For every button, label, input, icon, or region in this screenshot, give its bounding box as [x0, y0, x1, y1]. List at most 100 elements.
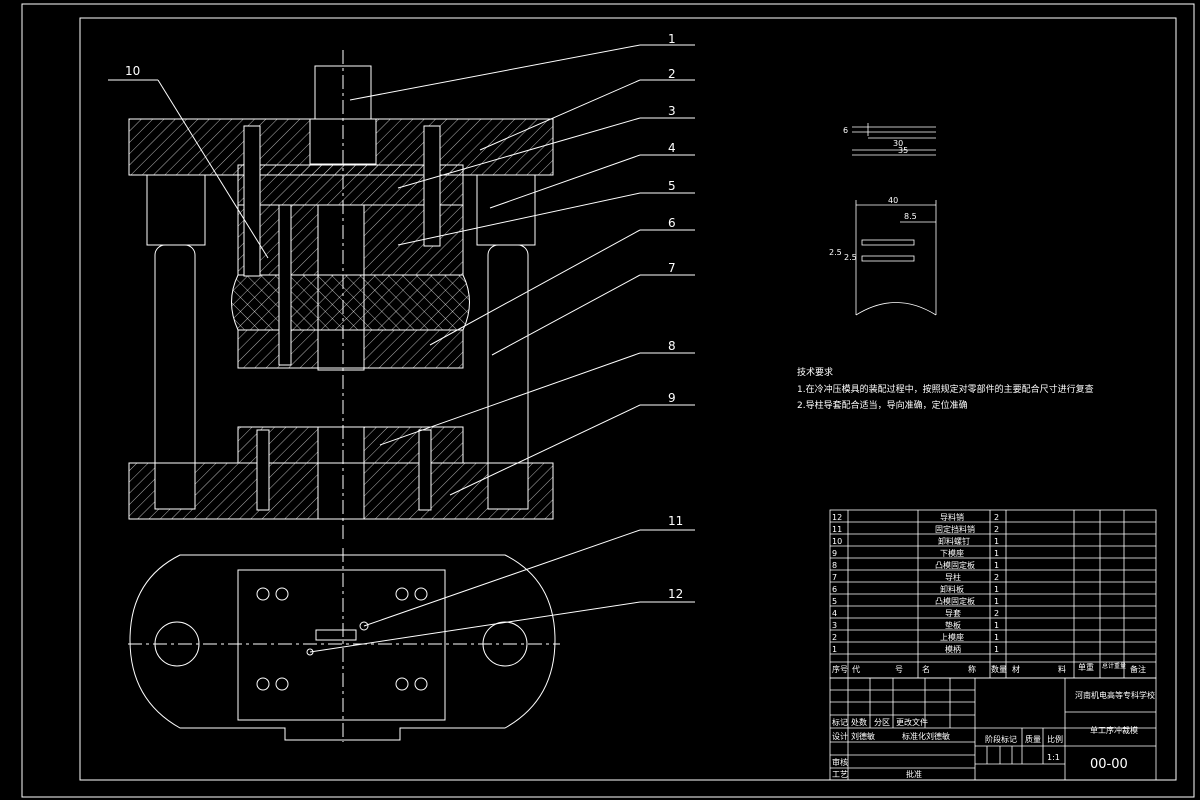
bom-no: 7: [832, 573, 837, 582]
bom-header-unit-weight: 单重: [1078, 662, 1094, 672]
bom-no: 3: [832, 621, 837, 630]
dim-6: 6: [843, 126, 848, 135]
bom-no: 8: [832, 561, 837, 570]
bom-header-remark: 备注: [1130, 664, 1146, 674]
count-label: 处数: [851, 717, 867, 727]
callout-6: 6: [668, 216, 676, 230]
zone-label: 分区: [874, 718, 890, 727]
bom-name: 凸模固定板: [935, 560, 975, 570]
bom-name: 上模座: [940, 632, 964, 642]
bom-name: 固定挡料销: [935, 524, 975, 534]
bom-name: 卸料螺钉: [938, 536, 970, 546]
bom-qty: 2: [994, 525, 999, 534]
process-label: 工艺: [832, 770, 848, 779]
bom-qty: 2: [994, 513, 999, 522]
outer-border: [21, 3, 1195, 798]
leader-lines: [108, 44, 695, 653]
dim-8-5: 8.5: [904, 212, 917, 221]
rubber-pad: [231, 274, 470, 331]
bom-rows: 12 导料销 2 11 固定挡料销 2 10 卸料螺钉 1 9 下模座 1 8 …: [832, 512, 999, 654]
bom-name: 导料销: [940, 512, 964, 522]
drawing-number: 00-00: [1090, 757, 1128, 772]
bom-name: 垫板: [945, 620, 961, 630]
bom-qty: 2: [994, 609, 999, 618]
bom-header-total-weight: 总计重量: [1102, 662, 1126, 670]
callout-3: 3: [668, 104, 676, 118]
bom-no: 11: [832, 525, 842, 534]
school-name: 河南机电高等专科学校: [1075, 690, 1155, 700]
dim-2-5-b: 2.5: [844, 253, 857, 262]
drawing-name: 单工序冲裁模: [1090, 725, 1138, 735]
standardization-label: 标准化: [902, 731, 926, 741]
dim-30: 30: [893, 139, 903, 148]
die-plate-outline: [237, 569, 446, 721]
bom-no: 1: [832, 645, 837, 654]
bom-table: [829, 509, 1157, 679]
bom-name: 凸模固定板: [935, 596, 975, 606]
bom-header-qty: 数量: [991, 664, 1007, 674]
standardization-name: 刘德敏: [926, 731, 950, 741]
design-label: 设计: [832, 731, 848, 741]
bom-no: 6: [832, 585, 837, 594]
weight-label: 质量: [1025, 734, 1041, 744]
scale-label: 比例: [1047, 734, 1063, 744]
guide-bush-right: [476, 174, 536, 246]
bom-no: 10: [832, 537, 842, 546]
bom-name: 导套: [945, 608, 961, 618]
mark-label: 标记: [832, 717, 848, 727]
bom-qty: 1: [994, 561, 999, 570]
notes-line-2: 2.导柱导套配合适当，导向准确，定位准确: [797, 399, 968, 411]
bom-qty: 1: [994, 537, 999, 546]
bom-qty: 1: [994, 549, 999, 558]
callout-8: 8: [668, 339, 676, 353]
scale-value: 1:1: [1047, 753, 1060, 762]
bom-name: 模柄: [945, 644, 961, 654]
callout-12: 12: [668, 587, 683, 601]
bom-header-code: 代: [852, 664, 860, 674]
bom-header-no: 序号: [832, 664, 848, 674]
stage-mark-label: 阶段标记: [985, 734, 1017, 744]
bom-no: 2: [832, 633, 837, 642]
callout-10: 10: [125, 64, 140, 78]
change-doc-label: 更改文件: [896, 717, 928, 727]
dim-35: 35: [898, 146, 908, 155]
review-label: 审核: [832, 757, 848, 767]
bom-header-material: 材: [1012, 664, 1020, 674]
notes-line-1: 1.在冷冲压模具的装配过程中，按照规定对零部件的主要配合尺寸进行复查: [797, 383, 1094, 395]
bom-qty: 1: [994, 633, 999, 642]
bom-qty: 1: [994, 585, 999, 594]
bom-header-material2: 料: [1058, 664, 1066, 674]
bom-header-code2: 号: [895, 665, 903, 674]
bom-no: 12: [832, 513, 842, 522]
dim-2-5-a: 2.5: [829, 248, 842, 257]
bom-no: 4: [832, 609, 837, 618]
die-plan-view: [128, 548, 560, 742]
inner-frame: [79, 17, 1177, 781]
designer-name: 刘德敏: [851, 731, 875, 741]
callout-4: 4: [668, 141, 676, 155]
bom-header: 序号 代 号 名 称 数量 材 料 单重 总计重量 备注: [832, 662, 1146, 674]
bom-qty: 2: [994, 573, 999, 582]
bom-no: 9: [832, 549, 837, 558]
bom-no: 5: [832, 597, 837, 606]
bom-name: 下模座: [940, 548, 964, 558]
bom-name: 导柱: [945, 572, 961, 582]
callout-11: 11: [668, 514, 683, 528]
callout-5: 5: [668, 179, 676, 193]
notes-title: 技术要求: [797, 366, 833, 378]
callout-7: 7: [668, 261, 676, 275]
guide-bush-left: [146, 174, 206, 246]
callout-1: 1: [668, 32, 676, 46]
callout-2: 2: [668, 67, 676, 81]
bom-header-name2: 称: [968, 664, 976, 674]
title-block: [829, 677, 1157, 781]
bom-qty: 1: [994, 645, 999, 654]
approve-label: 批准: [906, 769, 922, 779]
title-block-text: 河南机电高等专科学校 单工序冲裁模 00-00 阶段标记 质量 比例 1:1 标…: [832, 690, 1155, 779]
bom-qty: 1: [994, 621, 999, 630]
bom-qty: 1: [994, 597, 999, 606]
lower-base-outline: [129, 554, 556, 741]
bom-name: 卸料板: [940, 584, 964, 594]
